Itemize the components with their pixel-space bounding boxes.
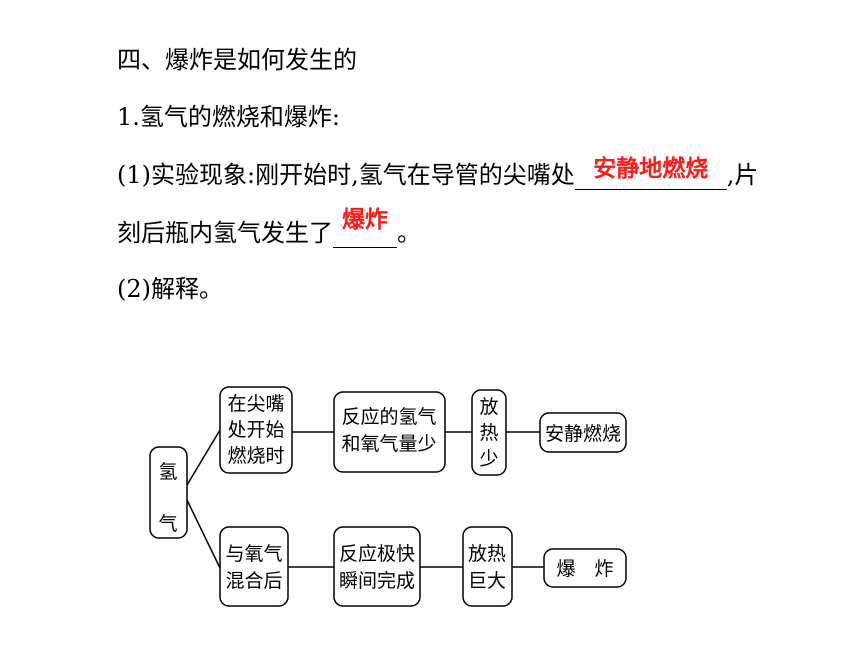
- connector-root-bottom: [186, 499, 221, 569]
- question-2: (2)解释。: [117, 275, 223, 303]
- bottom-reaction-line-2: 瞬间完成: [339, 570, 415, 592]
- bottom-condition-line-2: 混合后: [225, 570, 282, 592]
- section-heading: 四、爆炸是如何发生的: [117, 46, 357, 74]
- bottom-heat-line-1: 放热: [468, 543, 506, 565]
- top-reaction-line-2: 和氧气量少: [341, 433, 436, 455]
- root-label-1: 氢: [158, 461, 177, 483]
- answer-1-text: 安静地燃烧: [593, 156, 709, 182]
- root-box: [149, 446, 188, 539]
- answer-blank-2: 爆炸: [333, 207, 397, 248]
- top-reaction-line-1: 反应的氢气: [341, 406, 436, 428]
- question-1-prefix: (1)实验现象:刚开始时,氢气在导管的尖嘴处: [117, 161, 575, 189]
- bottom-heat-box: [462, 526, 513, 607]
- top-heat-line-3: 少: [479, 448, 498, 470]
- top-condition-box: [219, 386, 293, 474]
- bottom-reaction-line-1: 反应极快: [339, 543, 415, 565]
- subsection-heading: 1.氢气的燃烧和爆炸:: [117, 103, 340, 131]
- top-condition-line-2: 处开始: [227, 419, 284, 441]
- bottom-heat-line-2: 巨大: [468, 570, 506, 592]
- top-heat-box: [471, 389, 507, 476]
- connector-root-top: [186, 429, 221, 486]
- bottom-reaction-box: [333, 526, 421, 607]
- top-heat-line-1: 放: [479, 396, 498, 418]
- top-condition-line-1: 在尖嘴: [227, 393, 284, 415]
- top-heat-line-2: 热: [479, 422, 498, 444]
- answer-blank-1: 安静地燃烧: [574, 156, 727, 190]
- question-1-line-2: 刻后瓶内氢气发生了爆炸。: [117, 207, 421, 248]
- bottom-condition-box: [219, 526, 289, 607]
- top-result-label: 安静燃烧: [545, 423, 621, 445]
- question-1-middle: ,片: [726, 161, 759, 189]
- question-1-line2-prefix: 刻后瓶内氢气发生了: [117, 219, 333, 247]
- top-result-box: [539, 412, 627, 453]
- question-1-suffix: 。: [397, 219, 421, 247]
- answer-2-text: 爆炸: [342, 207, 388, 233]
- bottom-condition-line-1: 与氧气: [225, 543, 282, 565]
- question-1-line-1: (1)实验现象:刚开始时,氢气在导管的尖嘴处安静地燃烧 ,片: [117, 156, 759, 190]
- bottom-result-box: [543, 548, 627, 588]
- root-label-2: 气: [158, 513, 177, 535]
- top-reaction-box: [333, 391, 446, 473]
- top-condition-line-3: 燃烧时: [227, 445, 284, 467]
- bottom-result-label: 爆 炸: [556, 558, 613, 580]
